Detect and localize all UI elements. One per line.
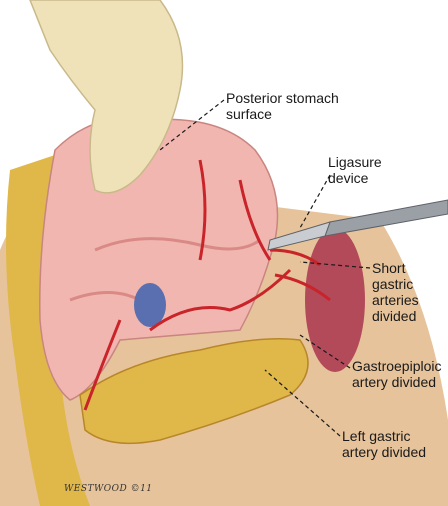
label-line: artery divided: [352, 374, 437, 390]
artery: [149, 268, 292, 332]
label-line: arteries: [372, 292, 419, 308]
label-line: surface: [226, 106, 272, 122]
label-gastroepiploic-artery: Gastroepiploic artery divided: [352, 358, 442, 390]
leader-line-gastroepiploic: [299, 334, 351, 369]
label-line: device: [328, 170, 369, 186]
label-left-gastric-artery: Left gastric artery divided: [342, 428, 426, 460]
label-line: divided: [372, 308, 417, 324]
spleen: [305, 228, 365, 372]
label-line: artery divided: [342, 444, 427, 460]
label-line: Ligasure: [328, 154, 382, 170]
splenic-vein: [134, 283, 166, 327]
leader-line-left-gastric: [264, 369, 341, 437]
label-line: Gastroepiploic: [352, 358, 442, 374]
leader-line-short-gastric: [299, 261, 371, 269]
leader-lines: [159, 99, 371, 437]
instrument-jaw: [267, 221, 331, 251]
label-posterior-stomach-surface: Posterior stomach surface: [226, 90, 339, 122]
gloved-hand: [29, 0, 184, 194]
short-gastric-artery: [269, 248, 321, 267]
artery: [83, 319, 122, 411]
artery: [238, 179, 272, 261]
ligasure-instrument: [267, 199, 448, 251]
leader-line-ligasure: [299, 174, 331, 229]
stomach-fold: [69, 291, 141, 302]
label-short-gastric-arteries: Short gastric arteries divided: [372, 260, 419, 324]
label-ligasure-device: Ligasure device: [328, 154, 382, 186]
arteries: [83, 159, 331, 411]
label-line: Short: [372, 260, 406, 276]
stomach-fold: [94, 237, 261, 252]
label-line: Posterior stomach: [226, 90, 339, 106]
short-gastric-artery: [274, 273, 331, 302]
label-line: Left gastric: [342, 428, 411, 444]
label-line: gastric: [372, 276, 414, 292]
pancreas: [79, 338, 309, 445]
artist-signature: WESTWOOD ©11: [64, 484, 153, 494]
artery: [198, 159, 207, 261]
